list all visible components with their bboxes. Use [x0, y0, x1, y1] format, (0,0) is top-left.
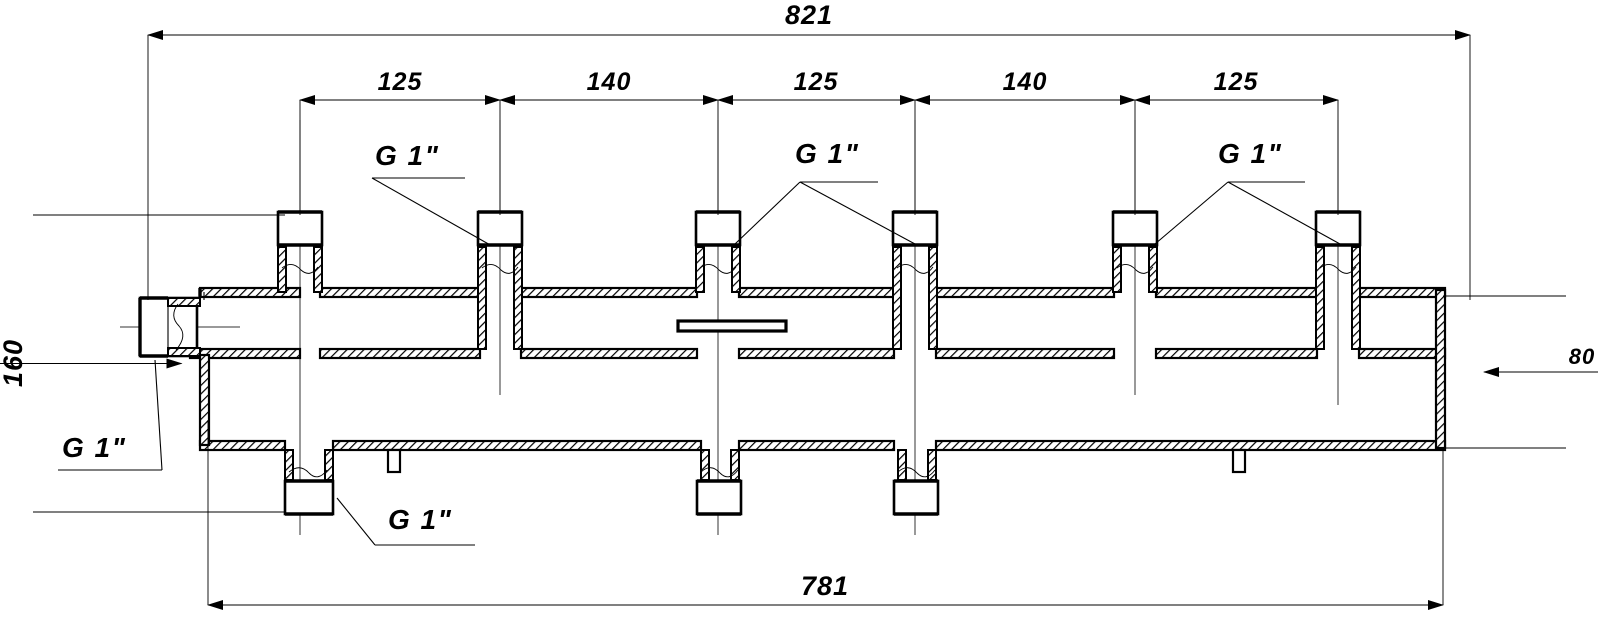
top-port-1	[276, 210, 324, 293]
bottom-port-1	[283, 449, 335, 516]
dimension-overall-bottom: 781	[207, 420, 1444, 610]
side-inlet-port-left	[138, 296, 201, 358]
top-port-6	[1314, 210, 1362, 350]
callout-label-bottom: G 1"	[388, 504, 452, 535]
dimension-value-781: 781	[801, 571, 849, 601]
top-port-2	[476, 210, 524, 350]
dimension-height-right: 80	[1443, 295, 1598, 449]
middle-partition-wall	[188, 347, 1447, 360]
dimension-value-chain-3: 125	[794, 68, 839, 96]
callout-label-top-middle: G 1"	[795, 138, 859, 169]
callout-thread-top-left: G 1"	[371, 140, 493, 247]
dimension-chain-top: 125 140 125 140 125	[299, 68, 1339, 215]
mounting-tab-left	[386, 448, 402, 474]
callout-thread-bottom: G 1"	[336, 497, 475, 546]
dimension-value-160: 160	[0, 339, 28, 387]
dimension-height-left: 160	[0, 214, 285, 513]
mounting-tab-right	[1231, 448, 1247, 474]
right-end-closure	[1434, 288, 1447, 450]
callout-thread-side-left: G 1"	[58, 359, 163, 471]
callout-label-top-left: G 1"	[375, 140, 439, 171]
lower-chamber-bottom-wall	[198, 439, 1447, 452]
dimension-value-chain-1: 125	[378, 68, 423, 96]
upper-chamber-top-wall	[198, 286, 1447, 299]
callout-thread-top-right: G 1"	[1154, 138, 1341, 245]
dimension-value-chain-4: 140	[1003, 68, 1048, 96]
bottom-port-2	[695, 449, 743, 516]
callout-thread-top-middle: G 1"	[734, 138, 916, 245]
bottom-port-3	[892, 449, 940, 516]
dimension-value-chain-5: 125	[1214, 68, 1259, 96]
callout-label-side-left: G 1"	[62, 432, 126, 463]
dimension-value-821: 821	[785, 0, 833, 30]
dimension-overall-top: 821	[147, 0, 1471, 300]
dimension-value-chain-2: 140	[587, 68, 632, 96]
internal-divider-plate	[676, 319, 788, 333]
callout-label-top-right: G 1"	[1218, 138, 1282, 169]
dimension-value-80: 80	[1569, 344, 1595, 369]
left-end-closure	[198, 288, 211, 447]
